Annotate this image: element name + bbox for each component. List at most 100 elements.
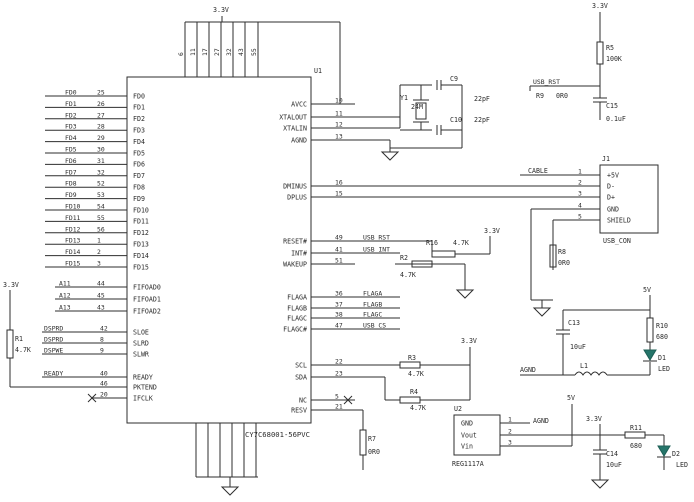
u1-pin-name: FD11 <box>133 218 149 226</box>
r5-value: 100K <box>606 55 622 63</box>
u1-ref: U1 <box>314 67 322 75</box>
i2c-3v3-label: 3.3V <box>461 337 477 345</box>
u1-pin-name: SLRD <box>133 339 149 347</box>
u1-pin-name: FD12 <box>133 229 149 237</box>
u1-pin-net: A13 <box>59 304 71 312</box>
u1-pin-number: 23 <box>335 370 343 378</box>
c14-value: 10uF <box>606 461 622 469</box>
u1-top-pin-number: 6 <box>177 52 185 56</box>
u1-pin-number: 54 <box>97 203 105 211</box>
avcc-filter-circuit <box>520 295 651 376</box>
r3-ref: R3 <box>408 354 416 362</box>
usb-pin-name: SHIELD <box>607 216 631 224</box>
u1-pin-net: DSPRD <box>44 336 63 344</box>
r11-resistor <box>624 431 646 439</box>
r4-resistor <box>399 396 421 404</box>
u1-pin-number: 21 <box>335 403 343 411</box>
usb-pin-number: 2 <box>578 179 582 187</box>
agnd-net-label: AGND <box>520 366 536 374</box>
c15-value: 0.1uF <box>606 115 626 123</box>
u1-pin-name: FD13 <box>133 241 149 249</box>
u1-top-power-pins <box>184 16 341 77</box>
c9-ref: C9 <box>450 75 458 83</box>
u2-pin-number: 3 <box>508 439 512 447</box>
u1-pin-number: 15 <box>335 190 343 198</box>
reset-3v3-label: 3.3V <box>592 2 608 10</box>
usb-cable-label: CABLE <box>528 167 548 175</box>
u1-pin-net: FD11 <box>65 214 81 222</box>
r8-ref: R8 <box>558 248 566 256</box>
r1-ref: R1 <box>15 335 23 343</box>
r16-3v3-label: 3.3V <box>484 227 500 235</box>
u1-pin-number: 25 <box>97 89 105 97</box>
u1-pin-number: 56 <box>97 225 105 233</box>
u1-pin-net: DSPRD <box>44 325 63 333</box>
u1-chip-body <box>126 76 312 424</box>
r10-resistor <box>646 317 654 343</box>
usb-pin-number: 3 <box>578 190 582 198</box>
r2-resistor <box>411 260 433 268</box>
u1-pin-number: 16 <box>335 179 343 187</box>
usb-wiring <box>311 185 600 317</box>
u1-pin-number: 42 <box>100 325 108 333</box>
u1-pin-name: FD14 <box>133 252 149 260</box>
u1-pin-net: USB_INT <box>363 246 390 254</box>
u1-pin-number: 9 <box>100 347 104 355</box>
r1-resistor <box>6 329 14 359</box>
c13-value: 10uF <box>570 343 586 351</box>
usb-pin-name: D+ <box>607 193 615 201</box>
u1-pin-number: 11 <box>335 110 343 118</box>
u1-pin-name: SLWR <box>133 350 149 358</box>
u1-pin-name: FD9 <box>133 195 145 203</box>
u1-pin-net: FD15 <box>65 260 81 268</box>
y1-ref: Y1 <box>400 94 408 102</box>
u1-pin-name: RESET# <box>283 237 307 245</box>
r5-ref: R5 <box>606 44 614 52</box>
u1-pin-name: NC <box>299 396 307 404</box>
u1-pin-name: AGND <box>291 136 307 144</box>
r9-ref: R9 <box>536 92 544 100</box>
u1-pin-name: XTALOUT <box>279 113 307 121</box>
r3-resistor <box>399 361 421 369</box>
u1-pin-name: RESV <box>291 406 307 414</box>
u1-pin-name: FD7 <box>133 172 145 180</box>
u1-pin-net: FD14 <box>65 248 81 256</box>
u1-pin-name: FD0 <box>133 92 145 100</box>
u1-pin-number: 12 <box>335 121 343 129</box>
u1-pin-name: READY <box>133 373 153 381</box>
c9-value: 22pF <box>474 95 490 103</box>
u1-pin-name: FLAGC <box>287 314 307 322</box>
u1-pin-number: 46 <box>100 380 108 388</box>
u1-pin-name: FD8 <box>133 184 145 192</box>
u1-pin-name: FD3 <box>133 127 145 135</box>
u1-pin-name: FLAGA <box>287 293 307 301</box>
u1-pin-number: 44 <box>97 280 105 288</box>
u1-top-pin-number: 11 <box>189 48 197 56</box>
r1-wiring <box>9 290 92 388</box>
u1-pin-net: FD10 <box>65 203 81 211</box>
r7-wiring <box>355 409 364 470</box>
y1-value: 24M <box>411 103 423 111</box>
u1-pin-number: 41 <box>335 246 343 254</box>
u1-pin-name: FLAGB <box>287 304 307 312</box>
d1-5v-label: 5V <box>643 286 651 294</box>
u1-pin-net: FD12 <box>65 225 81 233</box>
u1-pin-name: SLOE <box>133 328 149 336</box>
u1-pin-net: FLAGA <box>363 290 382 298</box>
usb-pin-number: 1 <box>578 168 582 176</box>
u1-pin-name: FIFOAD0 <box>133 283 161 291</box>
usb-pin-name: D- <box>607 182 615 190</box>
u1-pin-number: 28 <box>97 123 105 131</box>
r9-value: 0R0 <box>556 92 568 100</box>
u1-pin-net: FD13 <box>65 237 81 245</box>
r7-resistor <box>359 429 367 456</box>
u1-pin-net: FD6 <box>65 157 77 165</box>
u1-top-pin-number: 32 <box>225 48 233 56</box>
u1-pin-number: 1 <box>97 237 101 245</box>
u1-pin-number: 38 <box>335 311 343 319</box>
u1-pin-number: 13 <box>335 133 343 141</box>
reset-net-label: USB_RST <box>533 78 560 86</box>
usb-pin-number: 4 <box>578 202 582 210</box>
u1-pin-number: 36 <box>335 290 343 298</box>
d1-ref: D1 <box>658 354 666 362</box>
